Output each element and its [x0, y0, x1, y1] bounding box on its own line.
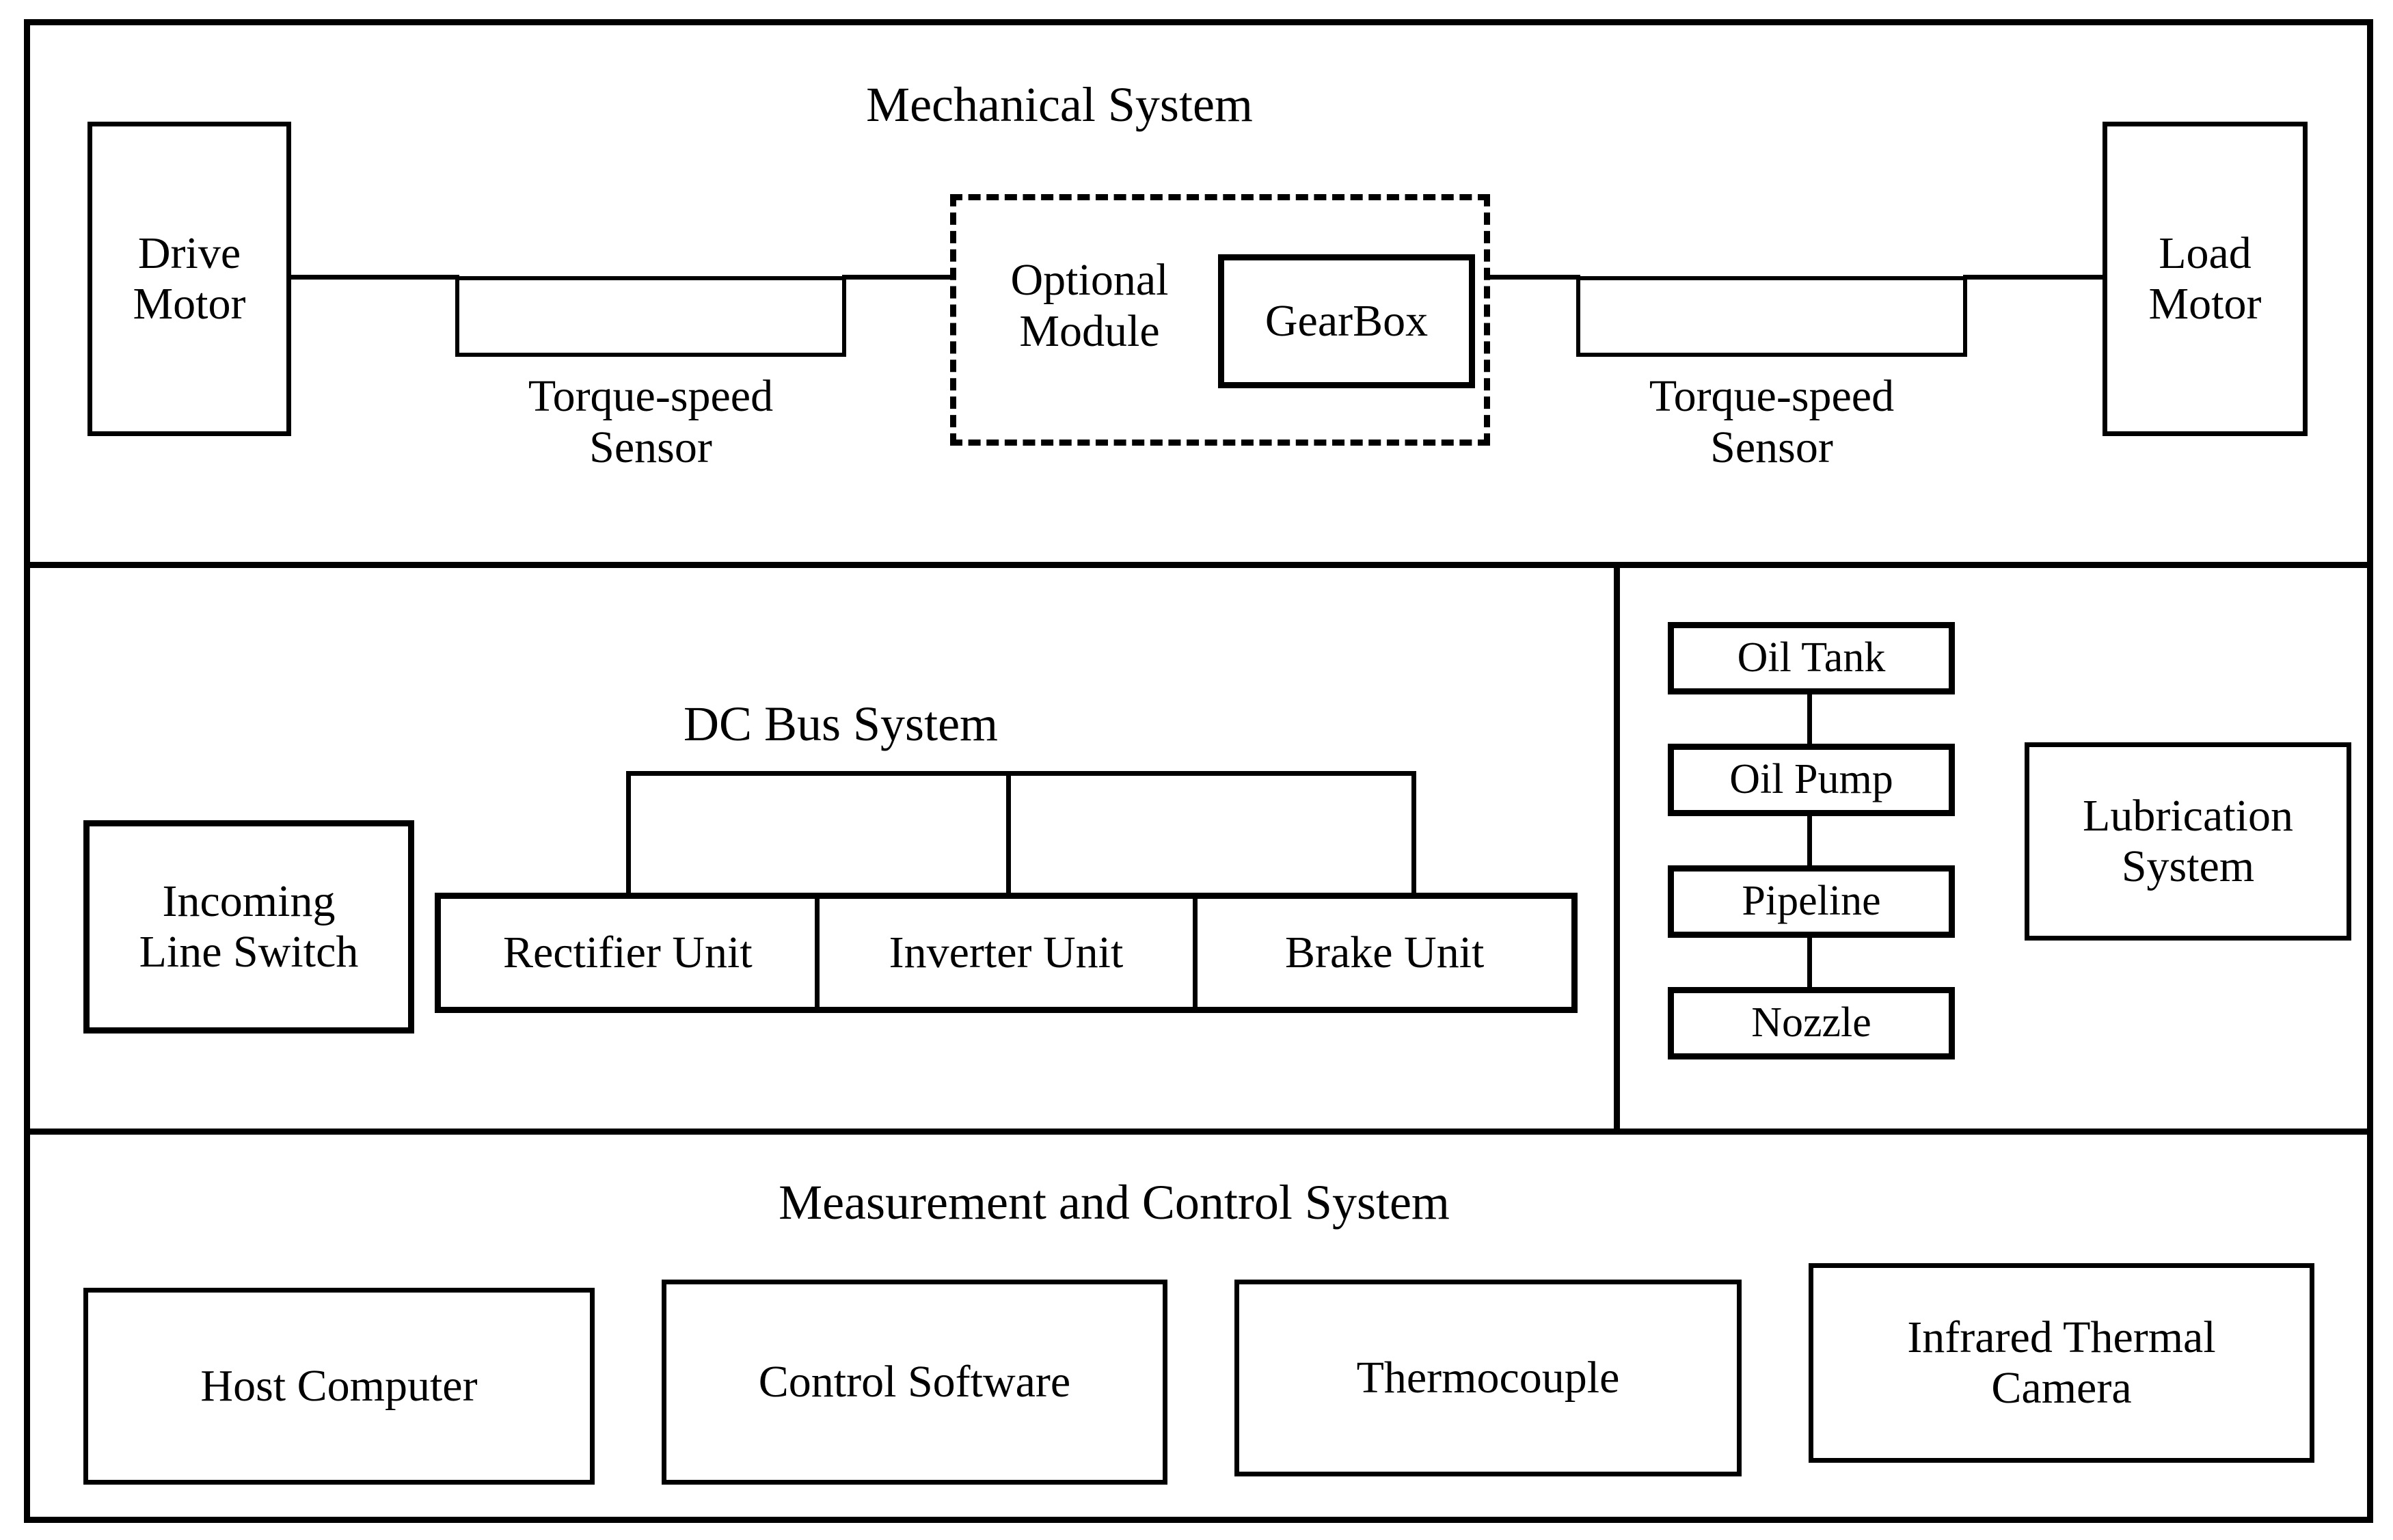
nozzle-box: Nozzle [1668, 987, 1955, 1059]
oil-pump-box: Oil Pump [1668, 744, 1955, 816]
drive-motor-box: Drive Motor [87, 122, 291, 436]
inverter-unit-box: Inverter Unit [820, 899, 1198, 1007]
oil-tank-box: Oil Tank [1668, 622, 1955, 694]
torque-speed-sensor-right-box [1576, 276, 1967, 357]
lub-link-pipeline-to-nozzle [1807, 938, 1812, 987]
dc-busbar-drop-rectifier [626, 771, 631, 897]
shaft-drive-to-sensor1 [287, 275, 459, 280]
thermocouple-box: Thermocouple [1234, 1280, 1742, 1476]
load-motor-box: Load Motor [2103, 122, 2308, 436]
shaft-sensor2-to-load [1963, 275, 2108, 280]
dc-bus-system-title: DC Bus System [683, 697, 999, 751]
gearbox-box: GearBox [1218, 254, 1475, 388]
shaft-module-to-sensor2 [1485, 275, 1580, 280]
brake-unit-box: Brake Unit [1284, 928, 1485, 977]
torque-speed-sensor-left-label: Torque-speed Sensor [528, 371, 774, 473]
incoming-line-switch-box: Incoming Line Switch [83, 820, 414, 1034]
section-divider-dc-lubrication [1614, 562, 1620, 1135]
lub-link-tank-to-pump [1807, 694, 1812, 744]
optional-module-label: Optional Module [1010, 255, 1169, 357]
rectifier-unit-box: Rectifier Unit [441, 899, 820, 1007]
diagram-outer-frame [24, 19, 2373, 1523]
host-computer-box: Host Computer [83, 1288, 595, 1485]
torque-speed-sensor-right-label: Torque-speed Sensor [1649, 371, 1895, 473]
mechanical-system-title: Mechanical System [866, 77, 1253, 132]
lubrication-system-box: Lubrication System [2025, 742, 2351, 941]
dc-busbar-drop-brake [1411, 771, 1416, 897]
lub-link-pump-to-pipeline [1807, 816, 1812, 865]
dc-busbar-drop-inverter [1006, 771, 1011, 897]
section-divider-mechanical-dc [24, 562, 2373, 568]
shaft-sensor1-to-module [842, 275, 956, 280]
measurement-control-system-title: Measurement and Control System [779, 1175, 1450, 1230]
infrared-thermal-camera-box: Infrared Thermal Camera [1809, 1263, 2314, 1463]
dc-bus-unit-group: Rectifier Unit Inverter Unit Brake Unit [435, 893, 1578, 1013]
control-software-box: Control Software [662, 1280, 1167, 1485]
dc-busbar-horizontal [626, 771, 1416, 776]
pipeline-box: Pipeline [1668, 865, 1955, 938]
section-divider-dc-measurement [24, 1129, 2373, 1135]
torque-speed-sensor-left-box [455, 276, 846, 357]
